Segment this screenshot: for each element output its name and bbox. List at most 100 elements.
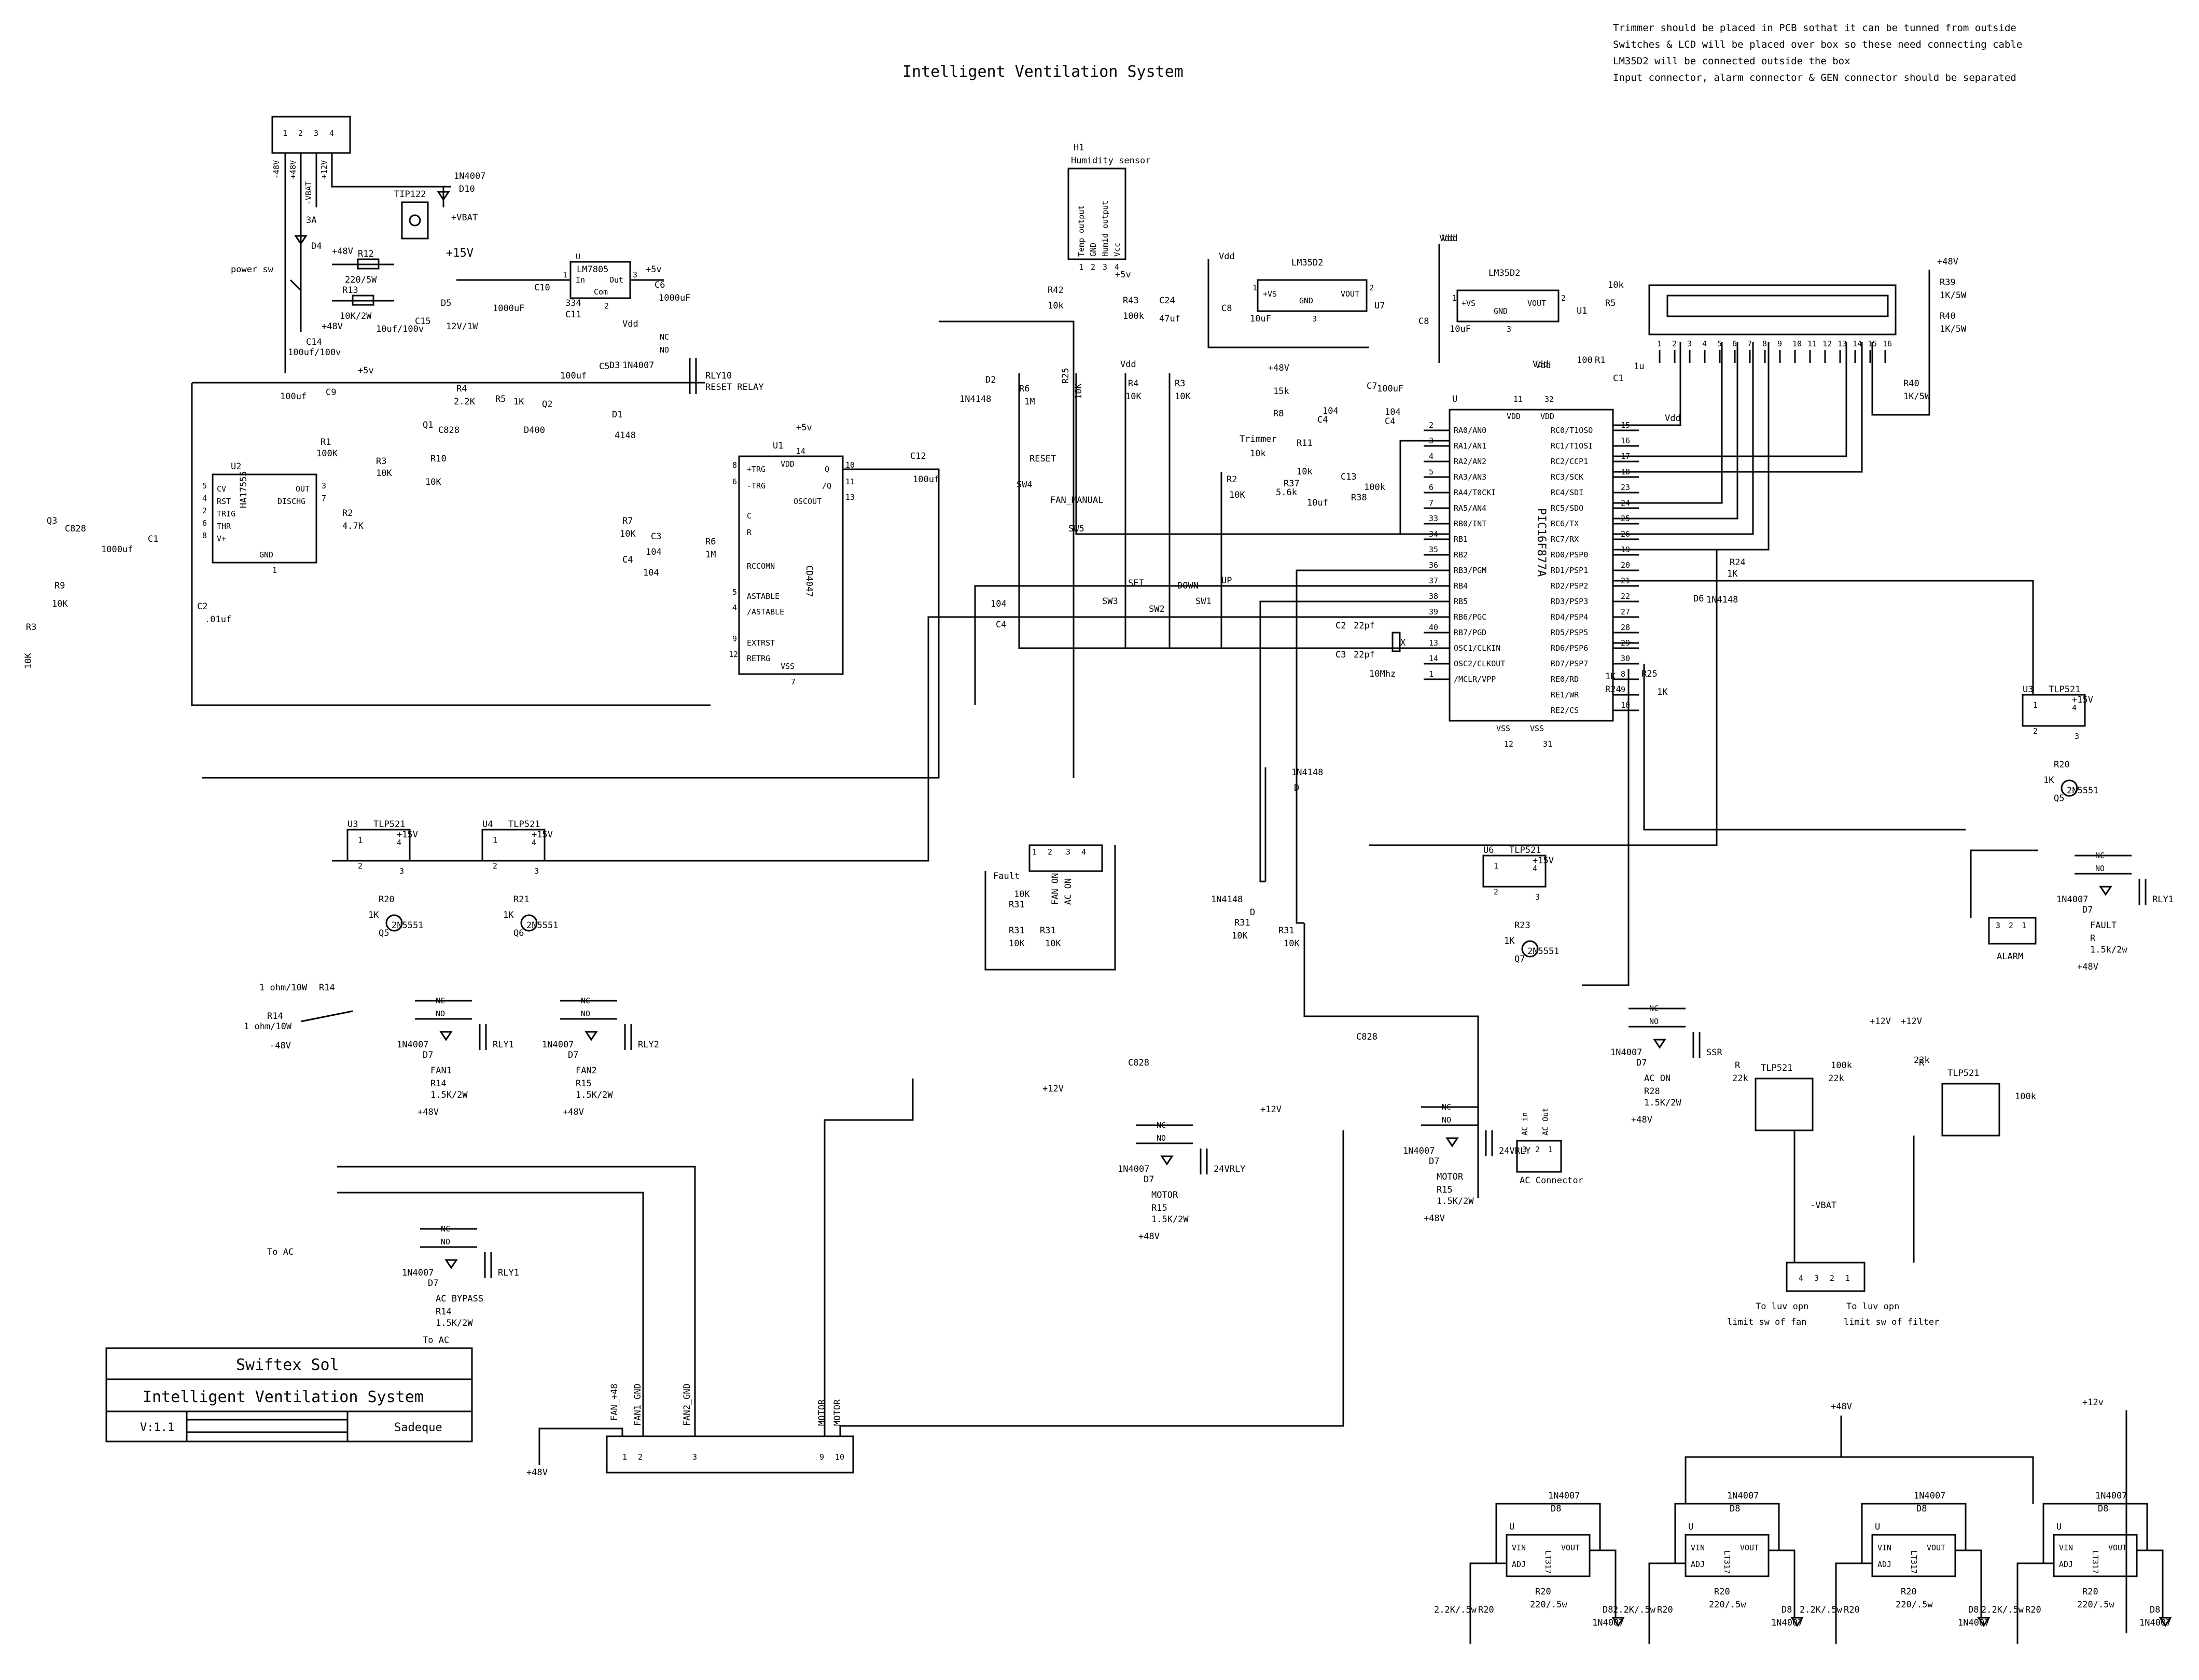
- svg-text:22pf: 22pf: [1354, 621, 1375, 631]
- svg-text:C828: C828: [438, 425, 460, 436]
- svg-text:4: 4: [329, 129, 334, 138]
- svg-text:FAN ON: FAN ON: [1050, 873, 1061, 905]
- limit-switch-optos: +12V +12V 22k R 22k R 22k 100k 100k TLP5…: [1732, 1016, 2036, 1137]
- relay-ref: 24VRLY: [1499, 1146, 1530, 1156]
- lm317-wire: [2137, 1549, 2164, 1618]
- svg-text:R5: R5: [495, 394, 506, 404]
- opto-resistor: R20: [379, 894, 395, 905]
- svg-text:R14: R14: [267, 1011, 283, 1021]
- mcu-pin-name: RB0/INT: [1454, 519, 1486, 528]
- svg-text:100uf: 100uf: [913, 474, 939, 485]
- lm317-ref: U: [1509, 1522, 1514, 1532]
- opto-pin: 4: [532, 838, 536, 847]
- svg-text:U: U: [576, 252, 580, 261]
- svg-text:R4: R4: [456, 384, 467, 394]
- svg-text:1u: 1u: [1634, 361, 1644, 372]
- svg-text:C11: C11: [565, 310, 581, 320]
- relay-supply: +48V: [563, 1107, 584, 1117]
- lcd-display: [1648, 284, 1897, 335]
- svg-text:+48V: +48V: [1937, 257, 1958, 267]
- lm317-ref: U: [2056, 1522, 2062, 1532]
- svg-text:2: 2: [604, 301, 609, 311]
- lcd-pin-number: 2: [1672, 339, 1677, 348]
- svg-text:5: 5: [202, 481, 207, 491]
- mcu-pin-name: RD1/PSP1: [1551, 566, 1588, 575]
- mcu-pin-name: RA0/AN0: [1454, 426, 1486, 435]
- svg-text:NC: NC: [660, 332, 669, 342]
- svg-text:Humid output: Humid output: [1101, 201, 1110, 257]
- svg-text:R10: R10: [430, 454, 447, 464]
- svg-text:.01uf: .01uf: [205, 614, 231, 625]
- svg-text:1K/5W: 1K/5W: [1940, 324, 1967, 334]
- svg-text:10K: 10K: [1284, 939, 1300, 949]
- svg-text:10K: 10K: [1125, 391, 1142, 402]
- mcu-pin-name: RB4: [1454, 581, 1468, 591]
- svg-text:1: 1: [1079, 262, 1083, 272]
- lm317-wire: [1469, 1562, 1507, 1644]
- svg-text:VDD: VDD: [1540, 412, 1554, 421]
- relay-supply: +48V: [2077, 962, 2098, 972]
- relay-supply: To AC: [423, 1335, 449, 1346]
- svg-text:C1: C1: [148, 534, 158, 544]
- relay-diode: 1N4007: [1118, 1164, 1149, 1174]
- svg-text:R3: R3: [1175, 379, 1185, 389]
- svg-text:+VBAT: +VBAT: [451, 213, 478, 223]
- trimmer-section: +48V 15k R8 Trimmer 10k R11 10k R37 5.6k…: [1240, 363, 1401, 508]
- relay-supply: +48V: [1631, 1115, 1652, 1125]
- svg-text:1000uF: 1000uF: [493, 303, 524, 314]
- opto-supply: +15V: [2072, 695, 2093, 705]
- svg-text:Vdd: Vdd: [1219, 251, 1235, 262]
- svg-text:C5: C5: [599, 361, 609, 372]
- svg-text:11: 11: [1513, 395, 1523, 404]
- mcu-pin-number: 27: [1621, 607, 1630, 617]
- svg-text:1M: 1M: [1024, 397, 1035, 407]
- opto-pin: 4: [2072, 703, 2077, 712]
- svg-text:C3: C3: [651, 531, 661, 542]
- lm317-rails: +48V +12v: [1831, 1397, 2104, 1412]
- relay-no: NO: [1157, 1133, 1166, 1143]
- svg-text:limit sw of filter: limit sw of filter: [1844, 1317, 1939, 1327]
- svg-text:EXTRST: EXTRST: [747, 638, 775, 648]
- lm35-sensor-u1: LM35D2 +VS GND VOUT U1 1 2 3 C8 10uF Vdd: [1418, 233, 1587, 334]
- lm317-resistor-value: 220/.5w: [1896, 1600, 1933, 1610]
- svg-text:LM7805: LM7805: [577, 264, 608, 275]
- relay-diode-ref: D7: [428, 1278, 438, 1289]
- mcu-pin-name: RB3/PGM: [1454, 566, 1486, 575]
- lm317-body: [1685, 1534, 1770, 1577]
- svg-text:R25: R25: [1061, 368, 1071, 384]
- svg-text:1000uF: 1000uF: [659, 293, 690, 303]
- svg-text:D1: D1: [612, 410, 622, 420]
- svg-text:R: R: [1919, 1058, 1925, 1068]
- mcu-pin-number: 20: [1621, 561, 1630, 570]
- lm317-wire: [1861, 1503, 1967, 1563]
- svg-text:R11: R11: [1297, 438, 1313, 449]
- svg-text:D: D: [1250, 907, 1255, 918]
- svg-text:104: 104: [991, 599, 1007, 609]
- svg-text:1N4148: 1N4148: [1291, 767, 1323, 778]
- svg-text:3: 3: [1522, 1145, 1527, 1154]
- svg-text:C3: C3: [1335, 650, 1346, 660]
- svg-text:1: 1: [622, 1452, 627, 1462]
- opto-pin: 2: [493, 861, 497, 871]
- note-3: LM35D2 will be connected outside the box: [1613, 55, 1850, 67]
- svg-text:+5v: +5v: [1115, 270, 1131, 280]
- svg-text:R31: R31: [1040, 926, 1056, 936]
- fault-connector: 1 2 3 4 Fault FAN ON AC ON 10K R31 R31 R…: [993, 844, 1103, 949]
- relay-diode: 1N4007: [2056, 894, 2088, 905]
- svg-text:OSCOUT: OSCOUT: [794, 497, 822, 506]
- svg-text:+48V: +48V: [1268, 363, 1289, 373]
- mcu-pin-name: OSC2/CLKOUT: [1454, 659, 1505, 668]
- svg-text:U7: U7: [1374, 301, 1385, 311]
- lm317-diode-out: 1N4007: [1771, 1618, 1803, 1628]
- opto-supply: +15V: [397, 830, 418, 840]
- svg-text:C24: C24: [1159, 296, 1175, 306]
- lm317-resistor-bottom: 2.2K/.5w: [1613, 1605, 1656, 1615]
- svg-text:6: 6: [732, 477, 737, 486]
- svg-text:12: 12: [1504, 739, 1513, 749]
- svg-text:2: 2: [1830, 1273, 1834, 1283]
- relay-diode-ref: D7: [1429, 1156, 1439, 1167]
- svg-text:TRIG: TRIG: [217, 509, 235, 519]
